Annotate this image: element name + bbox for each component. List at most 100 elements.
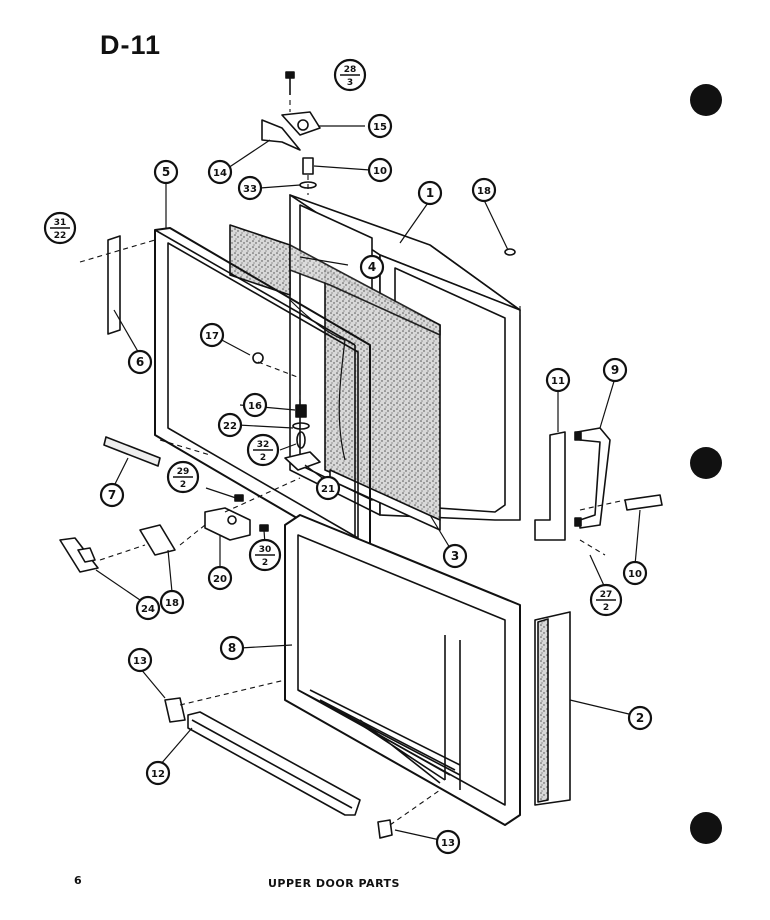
callout-circle (99, 482, 125, 508)
callout-number: 4 (368, 260, 376, 274)
callout-number: 6 (136, 355, 144, 369)
top-hinge-plate (261, 111, 321, 151)
callout-number: 1 (426, 186, 434, 200)
lower-hinge-parts (59, 494, 269, 573)
callout-number: 5 (162, 165, 170, 179)
callout-number: 11 (551, 376, 565, 387)
fraction-bottom: 2 (262, 558, 268, 568)
page-title: D-11 (100, 30, 162, 60)
callout-circle (127, 349, 153, 375)
callout-18: 18 (471, 177, 497, 203)
handle-parts (534, 427, 611, 541)
callout-circle (315, 475, 341, 501)
callout-12: 12 (145, 760, 171, 786)
callout-number: 13 (133, 656, 147, 667)
callout-number: 33 (243, 184, 257, 195)
fraction-callout-30-2: 302 (248, 538, 282, 572)
callout-number: 7 (108, 488, 116, 502)
callout-circle (627, 705, 653, 731)
callout-circle (442, 543, 468, 569)
callout-circle (159, 589, 185, 615)
trim-piece-10 (624, 494, 663, 511)
bottom-trim (187, 711, 361, 816)
callout-number: 15 (373, 122, 387, 133)
callout-number: 18 (477, 186, 491, 197)
callout-circle (135, 595, 161, 621)
callout-circle (145, 760, 171, 786)
callout-circle (242, 392, 268, 418)
callout-number: 16 (248, 401, 262, 412)
callout-number: 17 (205, 331, 219, 342)
callout-14: 14 (207, 159, 233, 185)
side-trim (534, 611, 571, 806)
fraction-callout-28-3: 283 (333, 58, 367, 92)
callout-1: 1 (417, 180, 443, 206)
callout-24: 24 (135, 595, 161, 621)
center-hinge-parts (252, 352, 321, 471)
strip-7 (103, 436, 161, 467)
callout-18: 18 (159, 589, 185, 615)
fraction-bottom: 22 (54, 231, 67, 241)
callout-20: 20 (207, 565, 233, 591)
callout-15: 15 (367, 113, 393, 139)
diagram-caption: UPPER DOOR PARTS (268, 877, 400, 890)
callout-circle (359, 254, 385, 280)
callout-circle (217, 412, 243, 438)
callout-number: 13 (441, 838, 455, 849)
callout-number: 12 (151, 769, 165, 780)
callout-22: 22 (217, 412, 243, 438)
fraction-callout-29-2: 292 (166, 460, 200, 494)
callout-4: 4 (359, 254, 385, 280)
callout-7: 7 (99, 482, 125, 508)
fraction-top: 27 (600, 590, 613, 600)
callout-number: 10 (628, 569, 642, 580)
callout-circle (471, 177, 497, 203)
callout-number: 8 (228, 641, 236, 655)
fraction-bottom: 2 (260, 453, 266, 463)
fraction-callout-32-2: 322 (246, 433, 280, 467)
callout-17: 17 (199, 322, 225, 348)
fraction-top: 29 (177, 467, 190, 477)
callout-circle (545, 367, 571, 393)
callout-circle (237, 175, 263, 201)
inner-liner (284, 514, 521, 826)
fraction-top: 31 (54, 218, 67, 228)
callout-13: 13 (127, 647, 153, 673)
binder-dots (690, 84, 722, 844)
fraction-top: 30 (259, 545, 272, 555)
callout-circle (622, 560, 648, 586)
clip-13 (164, 697, 393, 839)
callout-2: 2 (627, 705, 653, 731)
callout-16: 16 (242, 392, 268, 418)
callout-circle (602, 357, 628, 383)
callout-circle (219, 635, 245, 661)
fraction-bottom: 2 (180, 480, 186, 490)
callout-circle (207, 565, 233, 591)
callout-13: 13 (435, 829, 461, 855)
callout-number: 14 (213, 168, 227, 179)
callout-number: 18 (165, 598, 179, 609)
callout-11: 11 (545, 367, 571, 393)
callout-number: 24 (141, 604, 155, 615)
callout-circle (367, 113, 393, 139)
strip-6 (107, 235, 121, 335)
callout-5: 5 (153, 159, 179, 185)
screw-18 (504, 248, 516, 256)
fraction-bottom: 3 (347, 78, 353, 88)
callout-number: 2 (636, 711, 644, 725)
callout-circle (199, 322, 225, 348)
callout-10: 10 (622, 560, 648, 586)
callout-circle (207, 159, 233, 185)
insulation-slab (229, 224, 441, 531)
fraction-bottom: 2 (603, 603, 609, 613)
callout-number: 9 (611, 363, 619, 377)
callout-number: 21 (321, 484, 335, 495)
callout-circle (127, 647, 153, 673)
callout-circle (417, 180, 443, 206)
callout-6: 6 (127, 349, 153, 375)
callout-circle (153, 159, 179, 185)
callout-33: 33 (237, 175, 263, 201)
callout-number: 3 (451, 549, 459, 563)
